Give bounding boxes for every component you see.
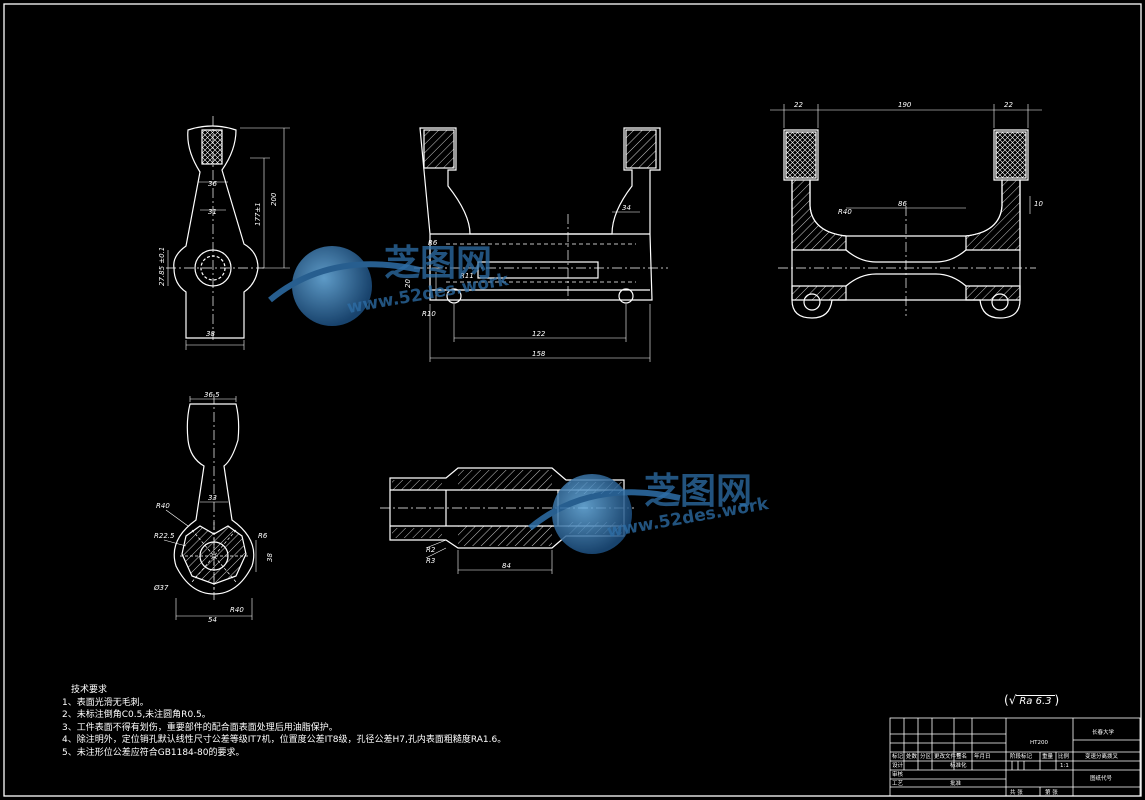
technical-requirements: 技术要求 1、表面光滑无毛刺。 2、未标注倒角C0.5,未注圆角R0.5。 3、… <box>62 684 506 760</box>
dim-10: 10 <box>1034 200 1043 208</box>
dim-20: 20 <box>404 279 412 288</box>
dim-phi37: Ø37 <box>153 584 169 592</box>
dim-phi: 27.85 ±0.1 <box>158 247 166 286</box>
tb-scale-value: 1:1 <box>1060 763 1069 769</box>
roughness-note: (√Ra 6.3) <box>1004 693 1060 707</box>
tb-sign: 签名 <box>956 752 967 760</box>
dim-33: 33 <box>208 494 217 502</box>
dim-r10: R10 <box>422 310 436 318</box>
dim-158: 158 <box>532 350 546 358</box>
tb-count: 处数 <box>906 752 918 760</box>
dim-36-5: 36.5 <box>204 391 220 399</box>
watermark-brand-1: 芝图网 <box>384 243 493 284</box>
watermark-brand-2: 芝图网 <box>644 471 753 512</box>
title-block <box>889 717 1141 797</box>
dim-190: 190 <box>898 101 912 109</box>
dim-22-left: 22 <box>794 101 803 109</box>
tb-date: 年月日 <box>974 752 991 760</box>
front-view <box>414 127 668 362</box>
dim-r3: R3 <box>426 557 435 565</box>
tb-design: 设计 <box>892 761 904 769</box>
dim-38-sec: 38 <box>266 553 274 562</box>
tb-weight: 重量 <box>1042 752 1054 760</box>
roughness-symbol: √ <box>1008 693 1017 707</box>
dim-31: 31 <box>208 208 217 216</box>
tech-item-3: 3、工件表面不得有划伤，重要部件的配合面表面处理后用油脂保护。 <box>62 722 338 733</box>
tb-zone: 分区 <box>920 752 932 760</box>
side-view <box>166 116 290 350</box>
tb-approve: 批准 <box>950 779 962 787</box>
dim-86: 86 <box>898 200 907 208</box>
dim-r40-b: R40 <box>230 606 244 614</box>
dim-r6: R6 <box>428 239 438 247</box>
dim-r11: R11 <box>460 272 474 280</box>
tb-sheet-no: 第 张 <box>1045 788 1058 796</box>
tech-title: 技术要求 <box>71 685 108 695</box>
tb-sheets-total: 共 张 <box>1010 788 1023 796</box>
watermark-logo-2 <box>528 474 681 554</box>
tb-scale: 比例 <box>1058 752 1070 760</box>
dim-122: 122 <box>532 330 546 338</box>
tb-craft: 工艺 <box>892 780 904 787</box>
dim-22-right: 22 <box>1004 101 1013 109</box>
tb-review: 审核 <box>892 770 904 778</box>
tb-code: 图纸代号 <box>1090 774 1113 782</box>
dim-r40-right: R40 <box>838 208 852 216</box>
tb-school: 长春大学 <box>1092 728 1115 736</box>
sheet-border <box>3 3 1142 797</box>
tb-material: HT200 <box>1030 740 1048 746</box>
dim-34: 34 <box>622 204 631 212</box>
dim-r40-a: R40 <box>156 502 170 510</box>
tech-item-2: 2、未标注倒角C0.5,未注圆角R0.5。 <box>62 710 211 721</box>
right-view <box>770 104 1042 319</box>
dim-200: 200 <box>270 192 278 206</box>
dim-r2: R2 <box>426 546 436 554</box>
tb-file: 更改文件号 <box>934 752 962 760</box>
dim-54: 54 <box>208 616 217 624</box>
dim-177: 177±1 <box>254 202 262 226</box>
tb-std: 标准化 <box>950 761 967 769</box>
section-view <box>163 394 257 620</box>
tb-part: 变速分离拨叉 <box>1085 752 1119 760</box>
tech-item-4: 4、除注明外，定位销孔默认线性尺寸公差等级IT7机，位置度公差IT8级，孔径公差… <box>62 735 507 746</box>
tb-stage: 阶段标记 <box>1010 752 1033 760</box>
roughness-value: Ra 6.3 <box>1016 695 1055 707</box>
tech-item-5: 5、未注形位公差应符合GB1184-80的要求。 <box>62 747 245 758</box>
tb-mark: 标记 <box>892 752 904 760</box>
watermark-logo-1 <box>268 246 421 326</box>
dim-36: 36 <box>208 180 217 188</box>
dim-38: 38 <box>206 330 215 338</box>
tech-item-1: 1、表面光滑无毛刺。 <box>62 697 149 708</box>
dim-r6-sec: R6 <box>258 532 268 540</box>
dim-r22-5: R22.5 <box>154 532 175 540</box>
dim-84: 84 <box>502 562 511 570</box>
